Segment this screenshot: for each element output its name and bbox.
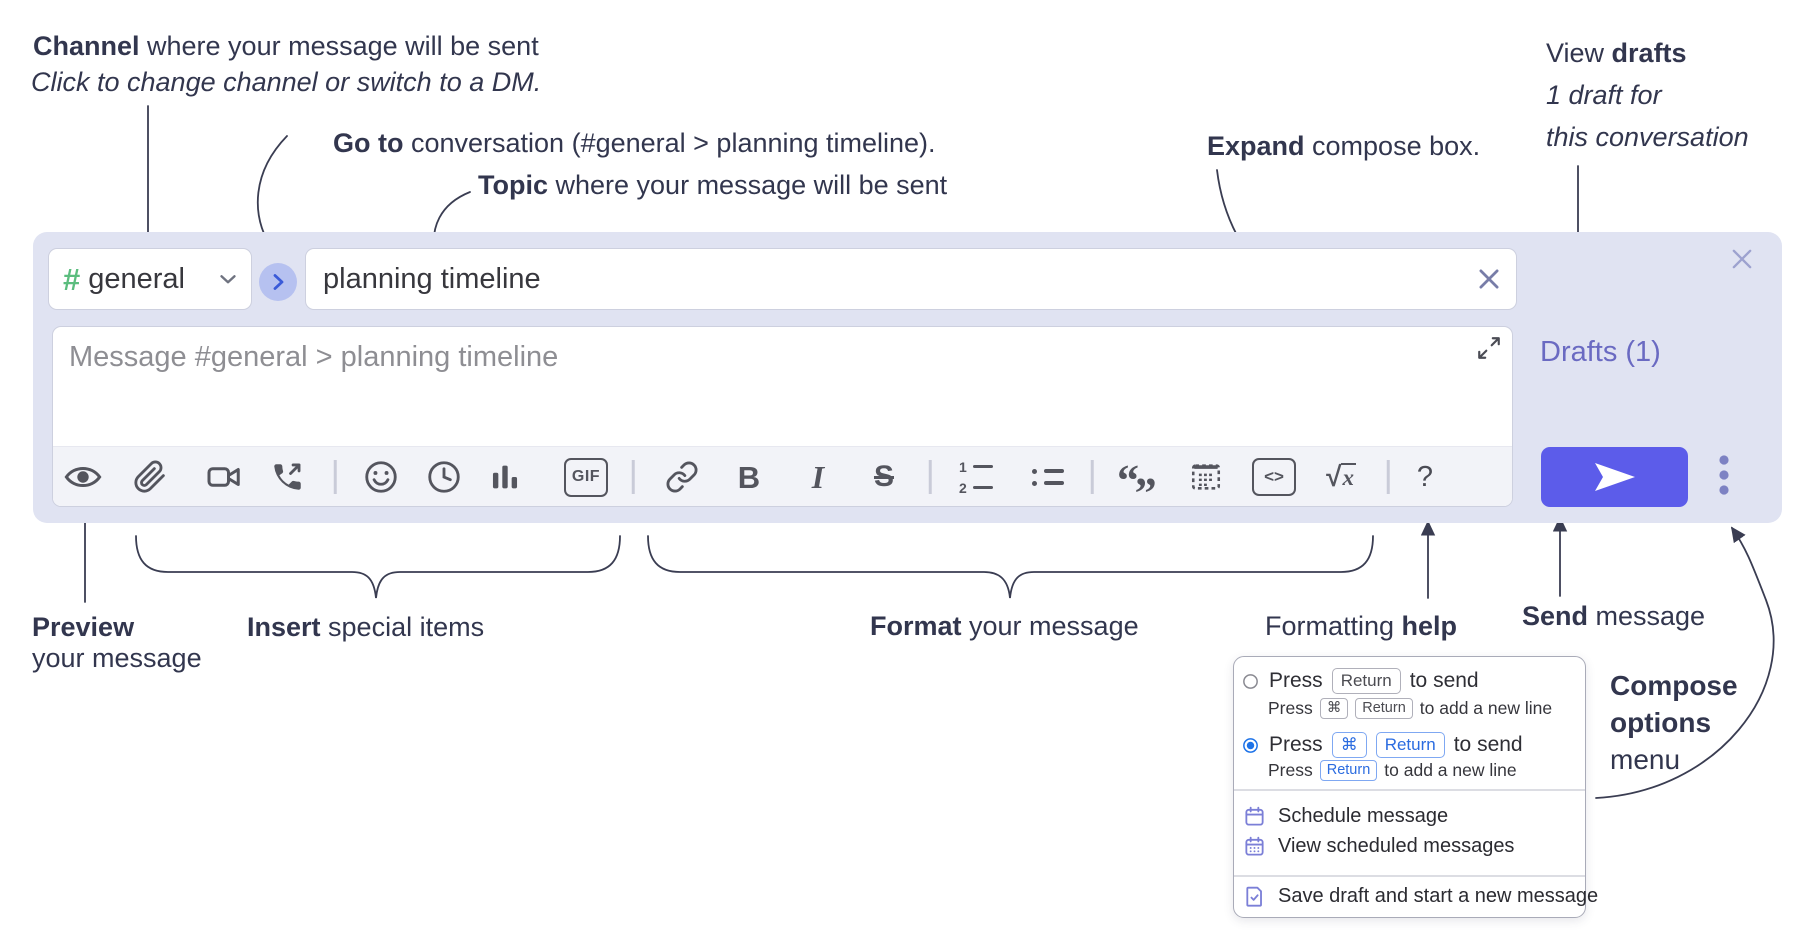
compose-options-button[interactable] [1710,452,1738,498]
annotation-format: Format your message [870,611,1139,641]
toolbar-divider [333,460,337,494]
compose-options-menu [1233,656,1586,918]
menu-option-return-sub: Press ⌘ Return to add a new line [1268,698,1553,719]
time-icon[interactable] [422,447,466,507]
toolbar-divider [631,460,635,494]
annotation-topic: Topic where your message will be sent [478,170,948,200]
annotation-view-drafts: View drafts [1546,38,1687,68]
help-icon[interactable]: ? [1416,460,1434,493]
close-compose-icon[interactable] [1728,245,1756,273]
video-call-icon[interactable] [202,447,246,507]
document-check-icon [1246,886,1262,907]
message-placeholder: Message #general > planning timeline [69,341,559,373]
gif-icon[interactable]: GIF [564,447,608,507]
kbd-return: Return [1355,698,1413,719]
radio-unselected-icon [1243,673,1258,689]
kbd-cmd: ⌘ [1331,732,1367,759]
spoiler-icon[interactable] [1184,447,1228,507]
radio-selected-icon [1243,737,1258,753]
toolbar-divider [1386,460,1390,494]
menu-item-save-draft[interactable]: Save draft and start a new message [1243,885,1598,908]
kbd-return: Return [1319,760,1378,781]
calendar-dots-icon [1245,836,1264,856]
menu-option-return-to-send[interactable]: Press Return to send [1241,668,1479,695]
drafts-link[interactable]: Drafts (1) [1540,336,1661,368]
clear-topic-icon[interactable] [1474,264,1504,294]
menu-divider [1234,875,1585,877]
chevron-right-icon [273,274,284,290]
poll-icon[interactable] [483,447,527,507]
send-button[interactable] [1541,447,1688,507]
annotation-send: Send message [1522,601,1706,631]
bold-icon[interactable]: B [737,459,761,495]
strikethrough-icon[interactable]: S [873,460,894,493]
bulleted-list-icon[interactable] [1025,447,1069,507]
menu-option-cmd-return-to-send[interactable]: Press ⌘ Return to send [1241,732,1523,759]
annotation-insert: Insert special items [247,612,485,642]
topic-input-box [305,248,1517,310]
channel-name: general [88,262,185,295]
annotation-channel: Channel where your message will be sent [33,31,539,61]
quote-icon[interactable]: “ „ [1117,446,1157,505]
toolbar-divider [1090,460,1094,494]
compose-toolbar [53,446,1512,506]
annotation-compose-options: Compose options menu [1610,670,1738,775]
compose-box: # general Message #general > planning ti… [33,232,1782,523]
menu-option-cmd-return-sub: Press Return to add a new line [1268,760,1517,781]
chevron-down-icon [220,275,236,284]
toolbar-divider [928,460,932,494]
italic-icon[interactable]: I [811,459,825,495]
menu-item-schedule-message[interactable]: Schedule message [1243,805,1448,828]
annotation-drafts-line3: this conversation [1546,122,1749,152]
topic-input[interactable] [306,249,1516,309]
preview-icon[interactable] [61,447,105,507]
menu-divider [1234,789,1585,791]
annotation-channel-sub: Click to change channel or switch to a D… [31,67,542,97]
channel-selector[interactable]: # general [48,248,252,310]
message-input[interactable]: Message #general > planning timeline [52,326,1513,507]
send-icon [1594,463,1635,491]
attach-file-icon[interactable] [128,447,172,507]
emoji-icon[interactable] [359,447,403,507]
vertical-dots-icon [1719,455,1729,495]
calendar-icon [1245,806,1264,826]
annotation-drafts-line2: 1 draft for [1546,80,1662,110]
kbd-return: Return [1331,668,1401,695]
numbered-list-icon[interactable]: 1 2 [954,447,998,507]
go-to-conversation-button[interactable] [259,263,297,301]
channel-hash-icon: # [63,261,81,297]
menu-item-view-scheduled[interactable]: View scheduled messages [1243,835,1514,858]
kbd-cmd: ⌘ [1319,698,1349,719]
code-icon[interactable]: <> [1252,447,1296,507]
annotation-expand: Expand compose box. [1207,131,1481,161]
link-icon[interactable] [660,447,704,507]
expand-compose-icon[interactable] [1476,335,1502,361]
annotation-goto: Go to conversation (#general > planning … [333,128,936,158]
annotation-preview: Preview your message [32,612,202,674]
annotation-formatting-help: Formatting help [1265,611,1458,641]
voice-call-icon[interactable] [265,447,309,507]
kbd-return: Return [1375,732,1445,759]
math-icon[interactable]: √ x [1326,461,1356,492]
